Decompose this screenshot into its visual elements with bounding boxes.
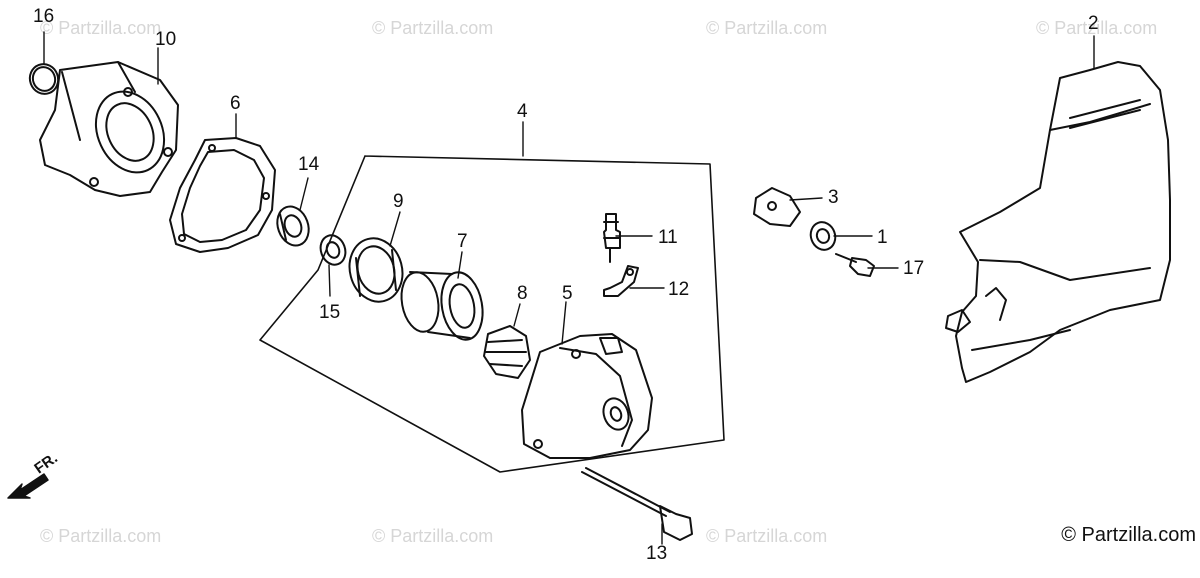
callout-8: 8 (517, 283, 528, 304)
watermark: © Partzilla.com (1036, 18, 1158, 38)
part-16-o-ring (28, 63, 60, 95)
callout-10: 10 (155, 29, 177, 50)
callout-13: 13 (646, 543, 668, 564)
callout-14: 14 (298, 154, 320, 175)
watermark: © Partzilla.com (706, 526, 828, 546)
leader-lines (43, 31, 1095, 545)
callout-7: 7 (457, 231, 468, 252)
part-4-assembly-outline (259, 155, 725, 473)
watermark: © Partzilla.com (40, 18, 162, 38)
copyright-text: © Partzilla.com (1061, 524, 1196, 546)
callout-16: 16 (33, 6, 55, 27)
callout-15: 15 (319, 302, 341, 323)
part-7-sleeve (400, 271, 484, 341)
part-10-housing (39, 61, 179, 197)
part-1-grommet (809, 221, 837, 251)
part-6-gasket (169, 137, 276, 253)
part-2-cover (945, 61, 1171, 383)
callout-3: 3 (828, 187, 839, 208)
part-3-plate (753, 187, 801, 227)
callout-17: 17 (903, 258, 925, 279)
callout-4: 4 (517, 101, 528, 122)
callout-5: 5 (562, 283, 573, 304)
part-11-bleeder-valve (603, 213, 621, 263)
callout-6: 6 (230, 93, 241, 114)
callout-1: 1 (877, 227, 888, 248)
part-17-bolt (835, 253, 875, 277)
callout-9: 9 (393, 191, 404, 212)
callout-2: 2 (1088, 13, 1099, 34)
watermark: © Partzilla.com (706, 18, 828, 38)
part-13-bolt (581, 467, 693, 541)
part-8-boot (483, 325, 531, 379)
watermark: © Partzilla.com (372, 526, 494, 546)
part-9-oil-seal (348, 237, 404, 303)
callout-12: 12 (668, 279, 690, 300)
watermark: © Partzilla.com (40, 526, 162, 546)
watermark: © Partzilla.com (372, 18, 494, 38)
part-5-slave-cylinder (521, 333, 653, 459)
front-direction-arrow (7, 473, 49, 499)
part-14-bearing (276, 205, 310, 247)
callout-11: 11 (658, 227, 678, 248)
part-12-bracket (603, 265, 639, 297)
part-15-nut (319, 234, 347, 266)
